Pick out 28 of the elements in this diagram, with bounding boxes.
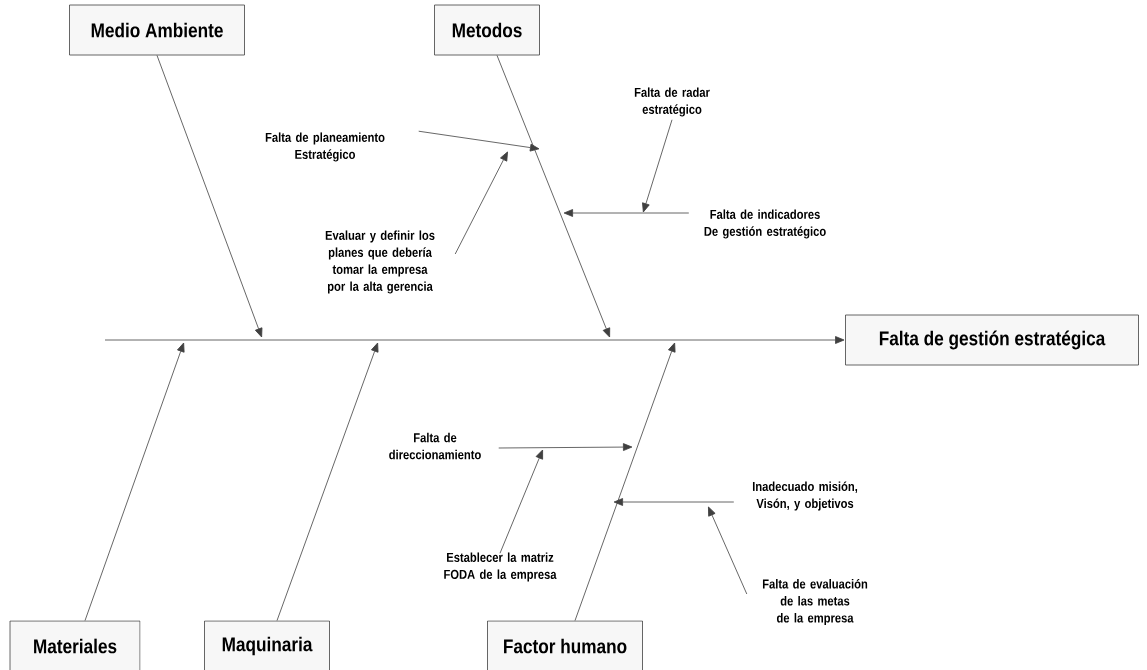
cause-label: Falta de direccionamiento [389,432,481,460]
arrow [708,506,748,595]
category-box: Factor humano [487,620,643,670]
category-box: Maquinaria [204,620,330,670]
cause-label: Falta de evaluación de las metas de la empresa [762,578,868,626]
arrow [642,119,673,213]
arrow [574,342,676,621]
category-box: Metodos [434,4,540,56]
arrow [499,449,543,554]
cause-label: Falta de indicadores De gestión estratégico [704,209,826,239]
arrow [563,209,690,217]
arrow [276,342,379,621]
arrow [498,443,633,451]
arrow [84,342,185,621]
cause-label: Establecer la matriz FODA de la empresa [444,552,557,582]
arrow [156,55,263,338]
cause-label: Falta de planeamiento Estratégico [265,132,385,162]
spine-arrow [104,336,845,344]
effect-box: Falta de gestión estratégica [845,314,1139,366]
arrow [454,151,508,255]
cause-label: Evaluar y definir los planes que debería tomar la empresa por la alta gerencia [325,230,435,294]
category-box: Medio Ambiente [69,4,245,56]
arrow [613,498,735,506]
cause-label: Inadecuado misión, Visón, y objetivos [752,481,858,511]
arrow [418,130,540,152]
category-box: Materiales [9,620,141,670]
arrow [496,55,611,338]
cause-label: Falta de radar estratégico [634,87,710,117]
